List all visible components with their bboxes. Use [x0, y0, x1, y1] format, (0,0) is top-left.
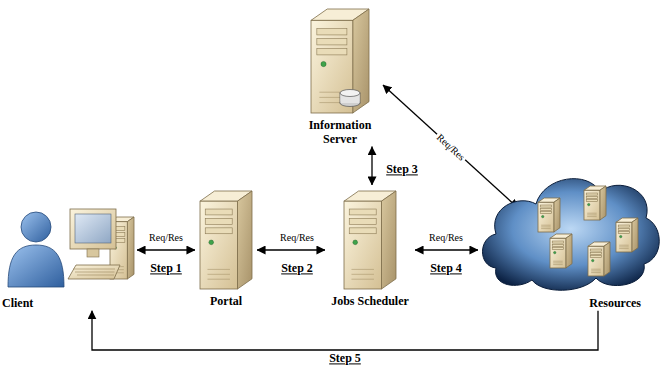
node-illustration [195, 185, 257, 293]
connector-arrow [92, 311, 598, 350]
server-icon [588, 242, 610, 276]
server-icon [616, 218, 638, 252]
node-illustration [478, 158, 663, 295]
node-label: Jobs Scheduler [331, 295, 409, 309]
node-illustration [325, 185, 415, 293]
connector-arrow [257, 249, 325, 250]
step-label: Step 2 [279, 262, 315, 275]
node-illustration [300, 5, 380, 117]
node-label: Portal [210, 295, 242, 309]
server-icon [344, 191, 396, 289]
step-label: Step 4 [428, 262, 464, 275]
server-node: Information Server [297, 5, 383, 147]
edge-label: Req/Res [147, 232, 185, 243]
user-icon [8, 212, 64, 287]
step-label: Step 3 [384, 163, 420, 176]
step-label: Step 5 [327, 352, 363, 365]
connector-arrow [371, 147, 372, 185]
client-node: Client [2, 195, 137, 311]
connector-arrow [415, 249, 478, 250]
node-label: Information Server [300, 119, 380, 147]
server-icon [538, 198, 560, 232]
computer-icon [68, 209, 134, 279]
server-icon [200, 191, 252, 289]
server-node: Jobs Scheduler [325, 185, 415, 309]
step-label: Step 1 [148, 262, 184, 275]
node-label: Resources [589, 297, 641, 311]
server-icon [311, 9, 369, 113]
database-disk [340, 90, 360, 107]
node-illustration [2, 195, 137, 295]
edge-label: Req/Res [433, 130, 468, 164]
server-icon [550, 234, 572, 268]
node-label: Client [2, 297, 33, 311]
server-node: Portal [195, 185, 257, 309]
edge-label: Req/Res [427, 232, 465, 243]
connector-arrow [137, 249, 195, 250]
edge-label: Req/Res [278, 232, 316, 243]
resource-cloud: Resources [478, 158, 663, 311]
server-icon [584, 186, 606, 220]
connector-arrow [383, 85, 518, 208]
cloud-shape [483, 179, 660, 291]
